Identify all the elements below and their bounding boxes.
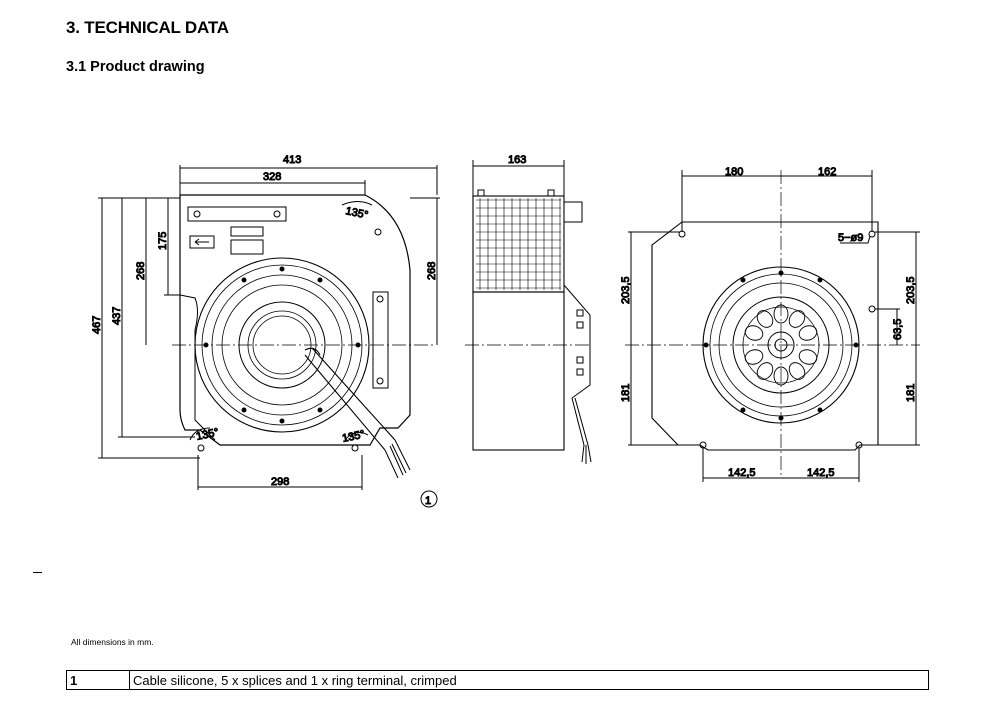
legend-table: 1 Cable silicone, 5 x splices and 1 x ri…	[66, 670, 929, 690]
dim-181-left: 181	[620, 384, 632, 402]
dim-180: 180	[725, 166, 743, 178]
dimensions-note: All dimensions in mm.	[71, 637, 154, 647]
dim-437: 437	[111, 307, 123, 325]
front-view	[98, 165, 440, 490]
dim-142-5-left: 142,5	[728, 467, 756, 479]
dim-328: 328	[263, 171, 281, 183]
dim-203-5-right: 203,5	[905, 276, 917, 304]
angle-top: 135°	[344, 205, 369, 221]
dim-63-5: 63,5	[892, 319, 904, 340]
rear-view	[625, 170, 920, 482]
angle-bottom-left: 135°	[195, 426, 220, 442]
dim-298: 298	[271, 476, 289, 488]
dim-181-right: 181	[905, 384, 917, 402]
angle-bottom-right: 135°	[341, 428, 366, 444]
dim-268-right: 268	[426, 262, 438, 280]
hole-spec: 5−ø9	[838, 232, 863, 244]
dim-162: 162	[818, 166, 836, 178]
legend-number: 1	[66, 670, 130, 690]
subsection-title: 3.1 Product drawing	[66, 59, 205, 75]
dim-268-left: 268	[135, 262, 147, 280]
side-view	[465, 160, 592, 464]
legend-description: Cable silicone, 5 x splices and 1 x ring…	[129, 670, 929, 690]
dim-175: 175	[157, 232, 169, 250]
dim-203-5-left: 203,5	[620, 276, 632, 304]
callout-circle	[420, 490, 438, 508]
dim-163: 163	[508, 154, 526, 166]
margin-mark	[33, 572, 42, 573]
section-title: 3. TECHNICAL DATA	[66, 18, 229, 37]
dim-467: 467	[91, 316, 103, 334]
legend-row: 1 Cable silicone, 5 x splices and 1 x ri…	[66, 670, 929, 690]
dim-142-5-right: 142,5	[807, 467, 835, 479]
callout-1: 1	[425, 495, 431, 507]
dim-413: 413	[283, 154, 301, 166]
